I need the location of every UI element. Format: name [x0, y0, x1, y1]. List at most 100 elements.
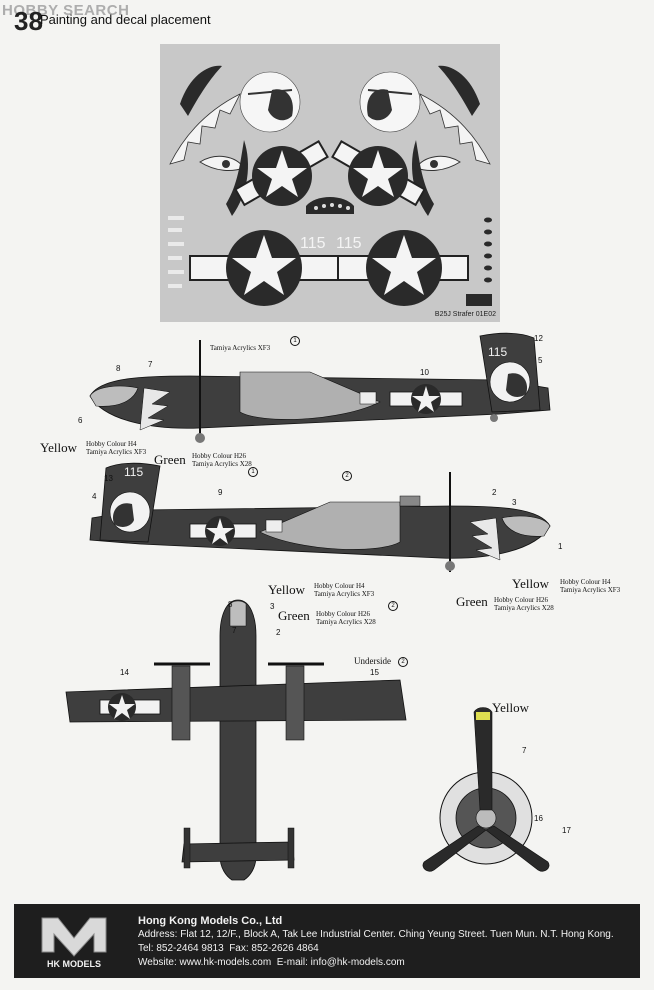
paint-yellow-h4-3: Hobby Colour H4 [314, 582, 365, 590]
paint-yellow-xf3-2: Tamiya Acrylics XF3 [560, 586, 621, 594]
top-view [65, 599, 407, 881]
decal-eye-left [199, 155, 245, 171]
decal-star-small-left [234, 139, 329, 207]
company-name: Hong Kong Models Co., Ltd [138, 915, 283, 927]
callout-top-15: 15 [370, 668, 379, 677]
paint-yellow-h4-1: Hobby Colour H4 [86, 440, 137, 448]
callout-4: 4 [92, 492, 97, 501]
color-yellow-label-prop: Yellow [492, 700, 529, 715]
decal-swoosh-right [438, 65, 480, 116]
nacelle-right [285, 665, 305, 741]
color-yellow-label-1: Yellow [40, 440, 77, 455]
decal-serial-right: 115 [336, 235, 362, 252]
decal-sheet: 115 115 B25J Strafer 01E02 [160, 44, 500, 322]
company-email[interactable]: E-mail: info@hk-models.com [276, 957, 405, 968]
callout-top-2: 2 [276, 628, 281, 637]
color-yellow-label-2: Yellow [512, 576, 549, 591]
circled-callout-2: 2 [342, 470, 352, 481]
logo-text: HK MODELS [47, 959, 101, 969]
callout-3: 3 [512, 498, 517, 507]
paint-yellow-xf3-1: Tamiya Acrylics XF3 [86, 448, 147, 456]
page-number: 38 [14, 6, 43, 36]
color-green-label-3: Green [278, 608, 310, 623]
spinner [475, 807, 497, 829]
callout-prop-17: 17 [562, 826, 571, 835]
callout-10: 10 [420, 368, 429, 377]
paint-label-xf3-top: Tamiya Acrylics XF3 [210, 344, 271, 352]
nose [229, 600, 247, 627]
callout-top-7: 7 [232, 626, 237, 635]
paint-green-x28-1: Tamiya Acrylics X28 [192, 460, 252, 468]
callout-6: 6 [78, 416, 83, 425]
circled-callout-1: 1 [290, 335, 300, 346]
company-address: Address: Flat 12, 12/F., Block A, Tak Le… [138, 929, 614, 940]
prop-blade-left [422, 825, 487, 872]
shark-teeth [139, 387, 171, 431]
propeller-front-view [422, 707, 550, 872]
footer-text: Hong Kong Models Co., Ltd Address: Flat … [138, 914, 614, 970]
footer: HK MODELS Hong Kong Models Co., Ltd Addr… [14, 904, 640, 978]
decal-sheet-label: B25J Strafer 01E02 [434, 311, 496, 318]
color-yellow-label-3: Yellow [268, 582, 305, 597]
decal-serial-left: 115 [300, 235, 326, 252]
paint-green-h26-1: Hobby Colour H26 [192, 452, 247, 460]
callout-2: 2 [492, 488, 497, 497]
horizontal-stabilizer [181, 841, 295, 863]
nacelle [259, 501, 401, 550]
color-green-label-2: Green [456, 594, 488, 609]
nose [89, 385, 139, 407]
nacelle [239, 371, 381, 420]
underside-label: Underside [354, 656, 391, 666]
company-tel: Tel: 852-2464 9813 [138, 943, 224, 954]
paint-yellow-xf3-3: Tamiya Acrylics XF3 [314, 590, 375, 598]
wing-roundel [99, 693, 161, 721]
callout-top-8: 8 [228, 600, 233, 609]
callout-8: 8 [116, 364, 121, 373]
decal-stencils-left [168, 216, 184, 288]
company-website[interactable]: Website: www.hk-models.com [138, 957, 272, 968]
paint-green-x28-3: Tamiya Acrylics X28 [316, 618, 376, 626]
company-phone: Tel: 852-2464 9813 Fax: 852-2626 4864 [138, 942, 614, 956]
callout-prop-7: 7 [522, 746, 527, 755]
prop-blade-top [473, 707, 493, 811]
callout-7: 7 [148, 360, 153, 369]
decal-teeth-left [169, 93, 241, 165]
circled-callout-1b: 1 [248, 466, 258, 477]
decal-eye-right [415, 155, 461, 171]
hk-models-logo: HK MODELS [24, 912, 124, 972]
paint-green-h26-3: Hobby Colour H26 [316, 610, 371, 618]
shark-teeth [469, 517, 501, 561]
decal-star-small-right [331, 139, 426, 207]
paint-green-h26-2: Hobby Colour H26 [494, 596, 549, 604]
color-green-label-1: Green [154, 452, 186, 467]
callout-9: 9 [218, 488, 223, 497]
fuselage [219, 599, 257, 881]
company-web: Website: www.hk-models.com E-mail: info@… [138, 956, 614, 970]
decal-star-large-right [337, 230, 469, 306]
fuselage-roundel [189, 516, 257, 546]
callout-prop-16: 16 [534, 814, 543, 823]
callout-top-3: 3 [270, 602, 275, 611]
tail-number: 115 [124, 465, 143, 479]
tail-number: 115 [488, 345, 507, 359]
nose [501, 515, 551, 537]
circled-callout-underside: 2 [398, 656, 408, 667]
callout-5: 5 [538, 356, 543, 365]
decal-sheet-art: 115 115 [168, 65, 492, 306]
circled-callout-2b: 2 [388, 600, 398, 611]
decal-stencils-right [484, 217, 492, 283]
side-view-left: 115 [89, 332, 551, 443]
decal-teeth-right [419, 93, 491, 165]
nacelle-left [171, 665, 191, 741]
callout-12: 12 [534, 334, 543, 343]
section-title: Painting and decal placement [40, 12, 211, 27]
side-view-right: 115 [89, 462, 551, 572]
callout-1: 1 [558, 542, 563, 551]
decal-instrument-panel [306, 197, 354, 214]
watermark: HOBBY SEARCH [2, 2, 130, 19]
company-fax: Fax: 852-2626 4864 [229, 943, 319, 954]
decal-star-large-left [189, 230, 339, 306]
decal-logo [466, 294, 492, 306]
paint-yellow-h4-2: Hobby Colour H4 [560, 578, 611, 586]
decal-swoosh-left [180, 65, 222, 116]
